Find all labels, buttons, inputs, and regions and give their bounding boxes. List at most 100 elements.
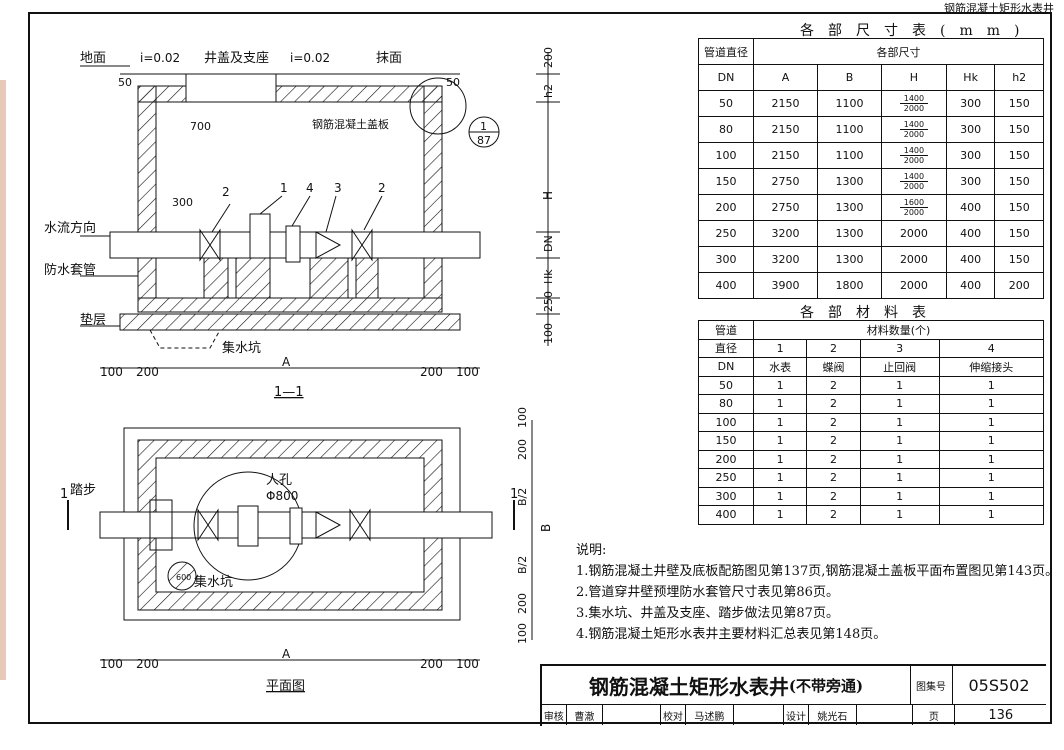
part-2b: 2 [378, 181, 386, 195]
dim-cell-h2: 150 [994, 168, 1044, 195]
dim-col-header: H [881, 64, 947, 91]
cover-label: 井盖及支座 [204, 51, 269, 66]
plan-dim-B2a: B/2 [516, 488, 529, 506]
dim-H: H [541, 191, 555, 200]
section-view: 地面 i=0.02 井盖及支座 i=0.02 抹面 钢筋混凝土盖板 水流方向 防… [44, 47, 560, 400]
left-wall [137, 85, 157, 299]
mat-cell-c2: 2 [806, 449, 861, 469]
manhole-dia: Φ800 [266, 489, 298, 503]
dim-cell-dn: 50 [698, 90, 754, 117]
dim-A: A [282, 355, 291, 369]
dim-cell-dn: 400 [698, 272, 754, 299]
title-block: 钢筋混凝土矩形水表井(不带旁通) 图集号 05S502 审核 曹澈 校对 马述鹏… [540, 664, 1046, 726]
dim-Hk: Hk [542, 269, 555, 284]
mat-col-number: 3 [859, 338, 940, 358]
mat-cell-c1: 1 [752, 449, 808, 469]
support [203, 257, 229, 299]
mat-cell-dn: 80 [698, 394, 754, 414]
page-number: 136 [988, 707, 1014, 723]
dim-cell-hk: 300 [945, 116, 996, 143]
dim-cell-h2: 150 [994, 220, 1044, 247]
mat-cell-c3: 1 [859, 449, 940, 469]
dim-table-caption: 各部尺寸表(mm) [800, 23, 1034, 39]
mat-cell-c4: 1 [938, 412, 1045, 432]
mat-cell-c1: 1 [752, 412, 808, 432]
note-item: 2.管道穿井壁预埋防水套管尺寸表见第86页。 [576, 585, 839, 600]
dim-cell-a: 2150 [752, 90, 819, 117]
dim-250: 250 [542, 291, 555, 312]
mat-col-number: 2 [806, 338, 861, 358]
dim-cell-hk: 400 [945, 272, 996, 299]
dim-cell-h2: 150 [994, 116, 1044, 143]
cover-slab [137, 85, 443, 103]
mat-cell-c3: 1 [859, 468, 940, 488]
step-label: 踏步 [70, 483, 96, 498]
h-top: 1400 [899, 146, 929, 156]
plan-dim-A: A [282, 647, 291, 661]
section-mark-right: 1 [510, 487, 518, 502]
mat-cell-c3: 1 [859, 431, 940, 451]
review-signature [603, 705, 662, 725]
dim-cell-dn: 150 [698, 168, 754, 195]
mat-cell-c4: 1 [938, 449, 1045, 469]
note-item: 3.集水坑、井盖及支座、踏步做法见第87页。 [576, 606, 839, 621]
mat-cell-c2: 2 [806, 375, 861, 395]
h-bottom: 2000 [903, 155, 925, 165]
dim-cell-h: 2000 [881, 272, 947, 299]
part-1: 1 [280, 181, 288, 195]
dim-cell-a: 2150 [752, 116, 819, 143]
dim-200b: 200 [420, 365, 443, 379]
dim-cell-hk: 300 [945, 90, 996, 117]
dim-200a: 200 [136, 365, 159, 379]
dim-col-header: Hk [945, 64, 996, 91]
part-3: 3 [334, 181, 342, 195]
signature-row: 审核 曹澈 校对 马述鹏 设计 姚光石 页 136 [542, 705, 1046, 725]
dim-50-left: 50 [118, 76, 132, 89]
detail-circle [409, 77, 467, 135]
dim-cell-a: 3200 [752, 246, 819, 273]
check-signature [734, 705, 785, 725]
design-label: 设计 [784, 705, 809, 725]
plan-dim-v-100a: 100 [516, 407, 529, 428]
slab-label: 钢筋混凝土盖板 [312, 117, 389, 131]
expansion-joint-icon [289, 507, 303, 545]
mat-table-caption: 各部材料表 [800, 305, 940, 321]
dim-cell-b: 1100 [817, 142, 883, 169]
mat-col-number: 4 [938, 338, 1045, 358]
mat-header-pipe-2: 直径 [698, 338, 754, 358]
sump-icon [167, 561, 197, 591]
title-block-title: 钢筋混凝土矩形水表井(不带旁通) [542, 666, 911, 705]
h-top: 1600 [899, 198, 929, 208]
dim-cell-h2: 150 [994, 142, 1044, 169]
mat-header-group: 材料数量(个) [753, 320, 1044, 340]
dim-200-v: 200 [542, 47, 555, 68]
mat-cell-c2: 2 [806, 468, 861, 488]
dim-h2: h2 [542, 84, 555, 98]
dim-700: 700 [190, 120, 211, 133]
h-bottom: 2000 [903, 129, 925, 139]
plan-dim-v-200a: 200 [516, 439, 529, 460]
page-label: 页 [913, 705, 956, 725]
mat-col-name: 蝶阀 [806, 357, 861, 377]
dim-header-group: 各部尺寸 [753, 38, 1044, 65]
h-top: 1400 [899, 120, 929, 130]
mat-cell-c3: 1 [859, 394, 940, 414]
mat-cell-c3: 1 [859, 486, 940, 506]
dim-col-header: DN [698, 64, 754, 91]
expansion-joint-icon [285, 225, 301, 263]
